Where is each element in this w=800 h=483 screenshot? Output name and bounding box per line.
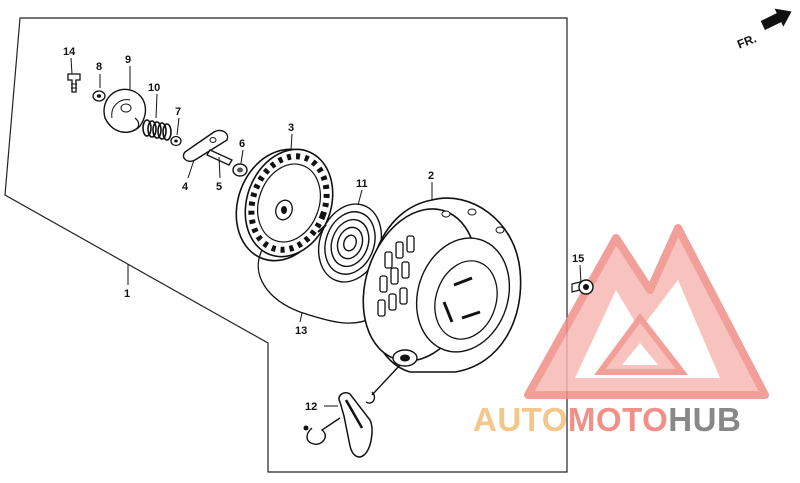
watermark-moto: MOTO bbox=[568, 401, 668, 438]
watermark-hub: HUB bbox=[668, 401, 741, 438]
callout-15: 15 bbox=[572, 253, 584, 265]
front-direction-label: FR. bbox=[735, 31, 758, 51]
part-7-washer bbox=[170, 135, 182, 147]
callout-13: 13 bbox=[295, 325, 307, 337]
callout-2: 2 bbox=[428, 170, 434, 182]
watermark-wordmark: AUTOMOTOHUB bbox=[473, 401, 741, 438]
part-13-starter-rope bbox=[257, 249, 373, 324]
callout-12: 12 bbox=[305, 401, 317, 413]
part-2-starter-case bbox=[362, 197, 522, 373]
part-8-washer bbox=[92, 90, 106, 102]
callout-14: 14 bbox=[63, 46, 76, 58]
part-4-ratchet bbox=[182, 129, 229, 162]
part-3-reel bbox=[235, 148, 334, 262]
callout-8: 8 bbox=[96, 61, 102, 73]
callout-4: 4 bbox=[182, 181, 189, 193]
callout-10: 10 bbox=[148, 82, 160, 94]
callout-1: 1 bbox=[124, 288, 130, 300]
assembly-boundary bbox=[4, 17, 568, 473]
part-9-friction-plate bbox=[103, 88, 147, 133]
part-14-bolt bbox=[67, 73, 81, 93]
watermark-logo-icon bbox=[524, 224, 769, 399]
callout-5: 5 bbox=[216, 181, 222, 193]
part-12-starter-grip bbox=[303, 364, 401, 458]
part-6-nut bbox=[232, 163, 248, 177]
part-15-nut bbox=[571, 279, 594, 295]
callout-11: 11 bbox=[356, 178, 368, 190]
front-direction-indicator bbox=[760, 8, 792, 31]
leader-lines bbox=[70, 57, 582, 407]
callout-9: 9 bbox=[125, 54, 131, 66]
callout-6: 6 bbox=[239, 138, 245, 150]
callout-7: 7 bbox=[175, 106, 181, 118]
callout-3: 3 bbox=[288, 122, 294, 134]
watermark-auto: AUTO bbox=[473, 401, 568, 438]
part-10-spring bbox=[142, 119, 172, 141]
